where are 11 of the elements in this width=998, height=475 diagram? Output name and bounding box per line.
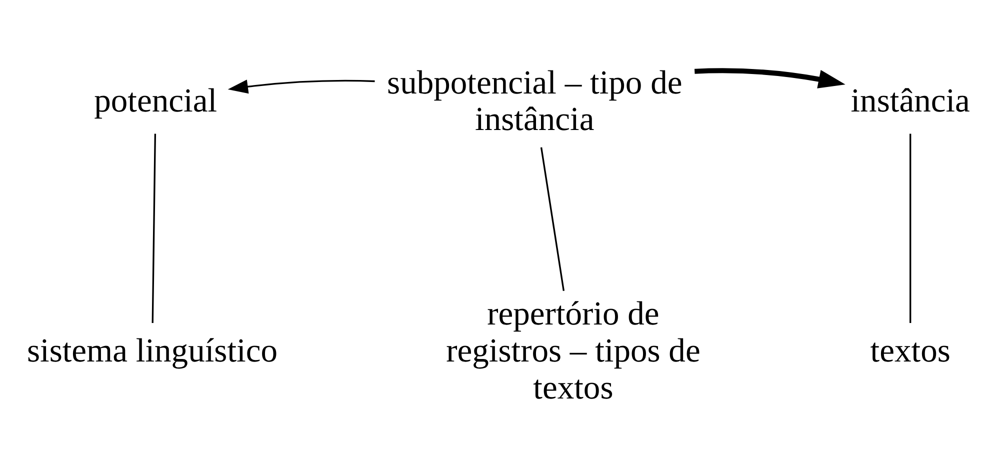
- arrow: [694, 68, 846, 88]
- node-text: instância: [850, 82, 970, 120]
- arrow: [228, 80, 375, 94]
- connector: [152, 134, 156, 323]
- connector: [910, 134, 912, 323]
- node-text: repertório de registros – tipos de textos: [446, 296, 700, 407]
- node-text: sistema linguístico: [26, 332, 278, 370]
- node-text: textos: [870, 332, 950, 370]
- connector: [540, 147, 565, 291]
- node-text: potencial: [94, 82, 218, 120]
- node-text: subpotencial – tipo de instância: [387, 64, 682, 138]
